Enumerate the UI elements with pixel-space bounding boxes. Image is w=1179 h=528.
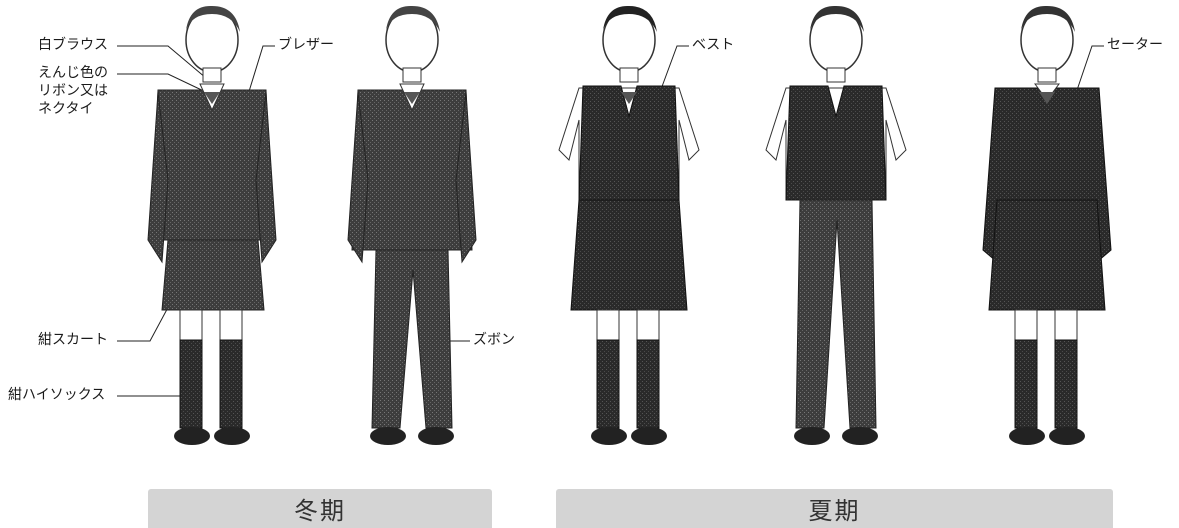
- label-vest: ベスト: [692, 37, 735, 53]
- figure-summer-vest-skirt: [558, 5, 700, 445]
- label-ribbon-line2: リボン又は: [38, 83, 108, 99]
- figure-winter-blazer-skirt: [147, 5, 277, 445]
- label-trousers: ズボン: [473, 332, 515, 348]
- label-blouse: 白ブラウス: [38, 37, 108, 53]
- leader-blouse: [117, 45, 207, 79]
- label-socks: 紺ハイソックス: [8, 387, 106, 403]
- leader-sweater: [1074, 45, 1104, 97]
- leader-vest: [659, 45, 689, 93]
- season-summer-bar: 夏期: [556, 489, 1113, 528]
- season-summer-label: 夏期: [808, 497, 861, 525]
- leader-ribbon: [117, 73, 211, 95]
- label-blazer: ブレザー: [278, 37, 334, 53]
- label-ribbon-line3: ネクタイ: [38, 101, 94, 117]
- figure-winter-blazer-trousers: [347, 5, 477, 445]
- figures-layer: [147, 5, 1112, 445]
- leader-blazer: [246, 45, 275, 99]
- label-ribbon-line1: えんじ色の: [38, 65, 108, 81]
- leader-skirt: [117, 299, 173, 342]
- label-sweater: セーター: [1107, 37, 1163, 53]
- figure-summer-sweater-skirt: [982, 5, 1112, 445]
- season-winter-bar: 冬期: [148, 489, 492, 528]
- season-winter-label: 冬期: [294, 497, 346, 525]
- figure-summer-vest-trousers: [765, 5, 907, 445]
- label-skirt: 紺スカート: [38, 332, 108, 348]
